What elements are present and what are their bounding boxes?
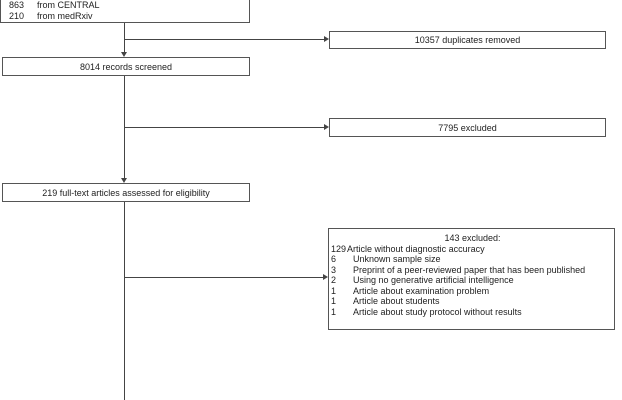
- duplicates-box: 10357 duplicates removed: [329, 31, 606, 49]
- reason-count: 3: [331, 264, 337, 275]
- reason-count: 1: [331, 306, 337, 317]
- reason-label: Article about students: [353, 296, 440, 306]
- source-count: 863: [9, 0, 25, 10]
- source-label: from medRxiv: [37, 10, 93, 21]
- fulltext-box: 219 full-text articles assessed for elig…: [2, 183, 250, 202]
- reason-label: Article about study protocol without res…: [353, 306, 522, 317]
- connector: [125, 127, 324, 128]
- connector: [124, 202, 125, 400]
- source-label: from CENTRAL: [37, 0, 100, 10]
- reason-row: 1 Article about examination problem: [331, 286, 614, 297]
- reason-row: 1 Article about students: [331, 296, 614, 307]
- reason-count: 1: [331, 285, 337, 296]
- source-row: 863 from CENTRAL: [9, 0, 249, 11]
- excluded-screen-box: 7795 excluded: [329, 118, 606, 137]
- excluded-title: 143 excluded:: [444, 233, 501, 243]
- screened-box: 8014 records screened: [2, 57, 250, 76]
- connector: [125, 277, 323, 278]
- reason-label: Preprint of a peer-reviewed paper that h…: [353, 264, 586, 275]
- reason-label: Article without diagnostic accuracy: [347, 243, 485, 254]
- reason-row: 2 Using no generative artificial intellig…: [331, 275, 614, 286]
- arrow-right: [324, 36, 329, 42]
- arrow-right: [324, 124, 329, 130]
- reason-label: Article about examination problem: [353, 285, 490, 296]
- connector: [125, 39, 324, 40]
- source-count: 210: [9, 10, 25, 21]
- arrow-right: [323, 274, 328, 280]
- reason-count: 1: [331, 296, 337, 306]
- reason-row: 6 Unknown sample size: [331, 254, 614, 265]
- reason-row: 1 Article about study protocol without re…: [331, 307, 614, 318]
- reason-row: 3 Preprint of a peer-reviewed paper that …: [331, 265, 614, 276]
- reason-label: Using no generative artificial intellige…: [353, 275, 514, 285]
- connector: [124, 23, 125, 52]
- arrow-down: [121, 52, 127, 57]
- sources-box: 863 from CENTRAL 210 from medRxiv: [0, 0, 250, 23]
- reason-count: 129: [331, 243, 347, 254]
- reason-count: 6: [331, 254, 337, 264]
- source-row: 210 from medRxiv: [9, 11, 249, 22]
- connector: [124, 76, 125, 178]
- reason-count: 2: [331, 275, 337, 285]
- reason-label: Unknown sample size: [353, 254, 441, 264]
- arrow-down: [121, 178, 127, 183]
